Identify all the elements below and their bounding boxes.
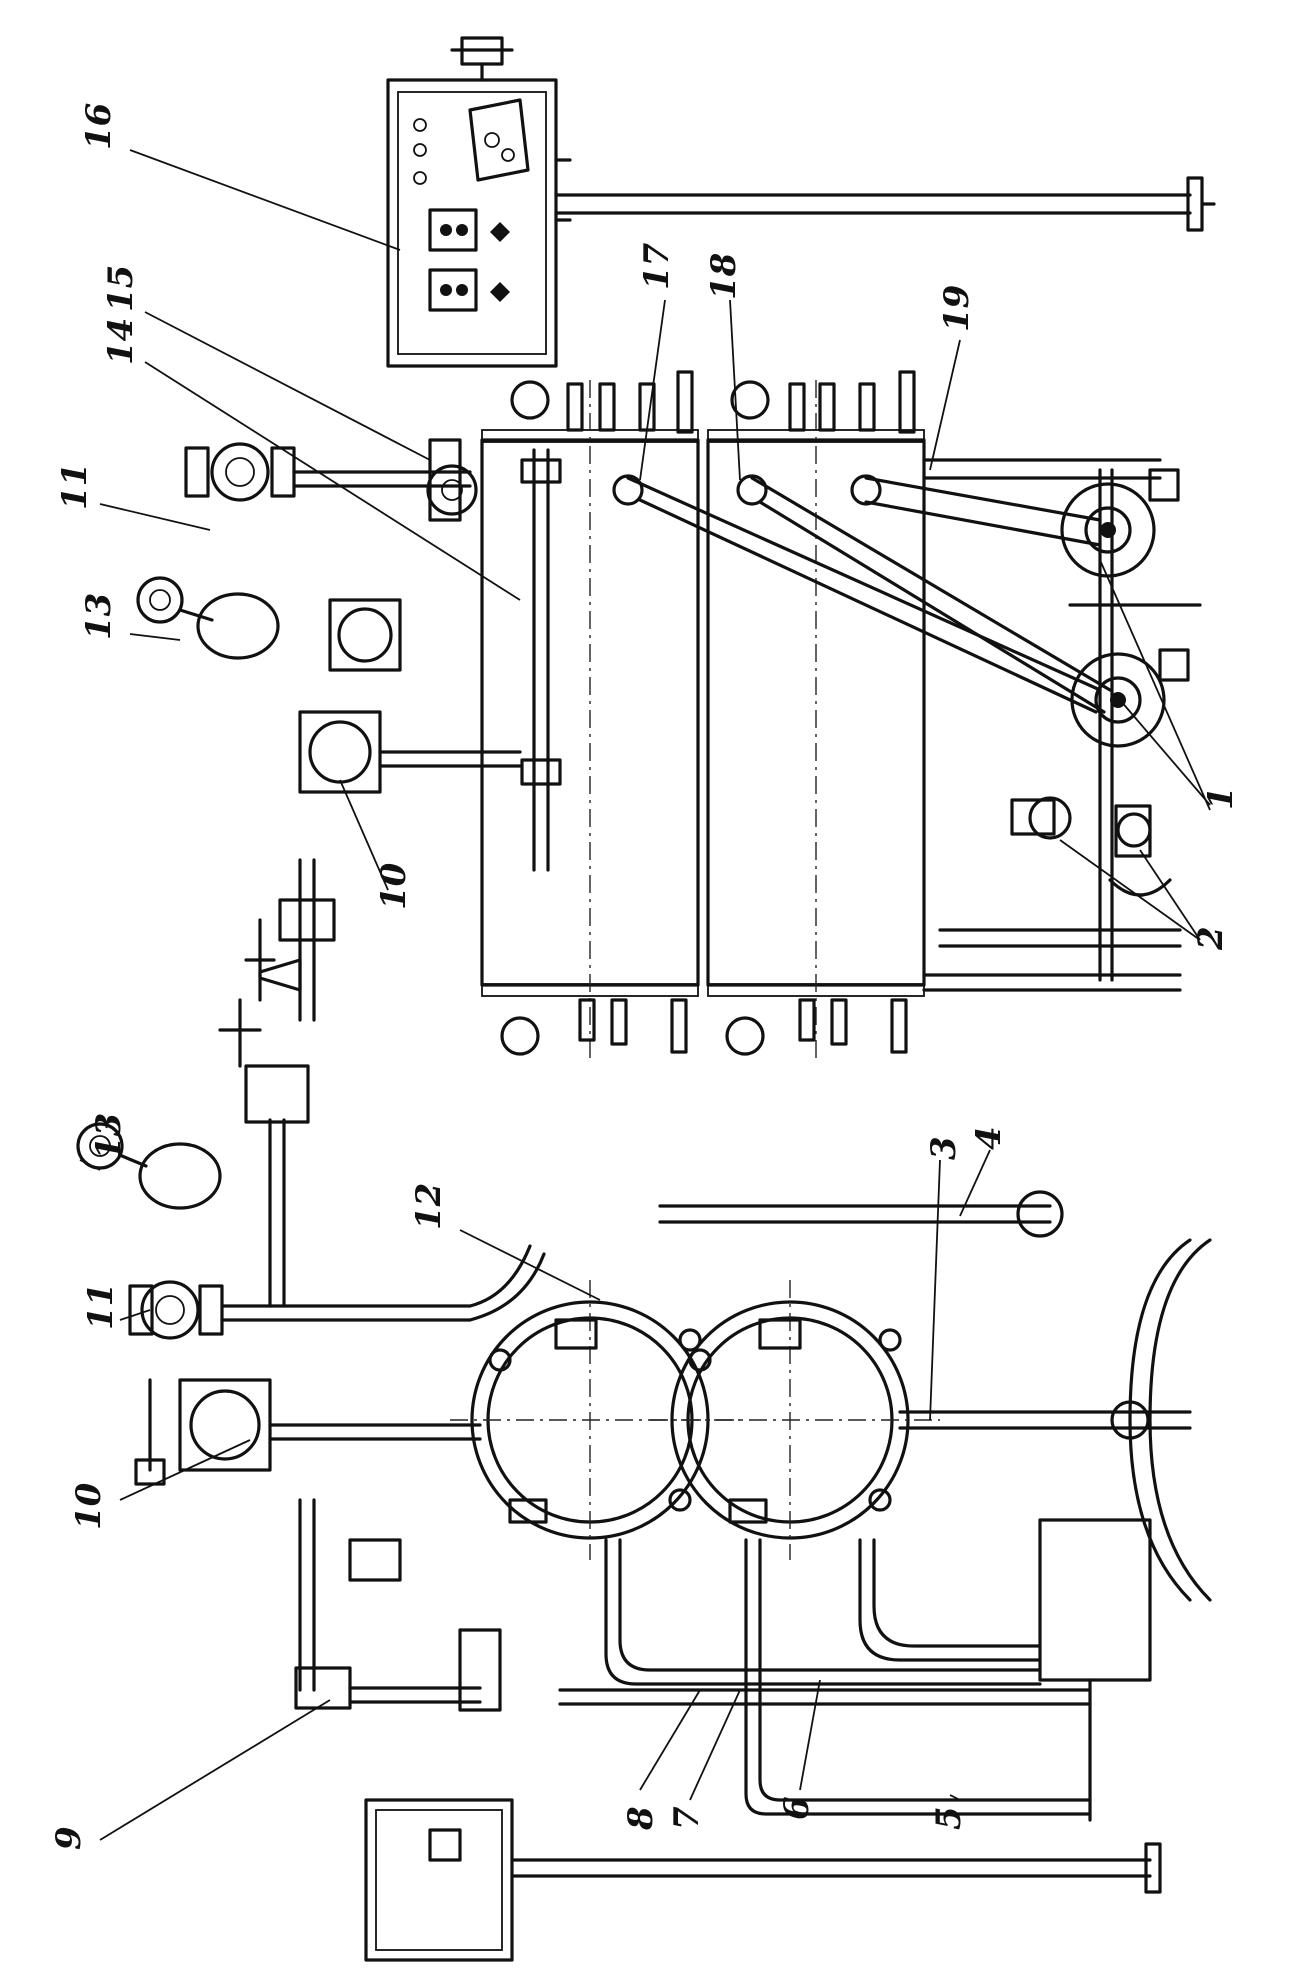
gauge-13-upper [136, 576, 280, 660]
drive-belts [626, 476, 1112, 714]
callout-8: 8 [621, 1806, 661, 1831]
cylinder-18 [706, 370, 926, 1060]
callout-7: 7 [667, 1806, 707, 1830]
callout-5: 5 [929, 1806, 969, 1830]
callout-14: 14 [101, 318, 141, 365]
callout-1: 1 [1201, 786, 1241, 810]
callout-3: 3 [924, 1136, 964, 1160]
pipes-5-8 [558, 1518, 1152, 1822]
gauge-13-lower [76, 1122, 222, 1210]
lower-stand [364, 1798, 1162, 1962]
callout-11-lower: 11 [81, 1283, 121, 1330]
valve-assembly-upper [184, 438, 522, 1022]
pipe-14 [520, 448, 562, 872]
callout-9: 9 [49, 1826, 89, 1850]
callout-17: 17 [637, 242, 677, 290]
callout-12: 12 [409, 1183, 449, 1230]
callout-6: 6 [777, 1796, 817, 1820]
callout-4: 4 [969, 1126, 1009, 1150]
pumps-1 [1060, 468, 1202, 748]
callout-11-upper: 11 [55, 463, 95, 510]
leader-lines [79, 149, 1211, 1841]
callout-15: 15 [101, 265, 141, 312]
callout-18: 18 [704, 253, 744, 300]
tank-lower [650, 1280, 940, 1560]
frame-19 [922, 458, 1182, 992]
gauge-15 [426, 464, 478, 516]
valves-2 [938, 796, 1182, 948]
pipes-3-4 [658, 1190, 1212, 1602]
cylinder-17 [480, 370, 700, 1060]
callout-10-lower: 10 [69, 1482, 109, 1530]
callout-13-lower: 13 [89, 1113, 129, 1160]
control-panel [386, 36, 572, 368]
panel-stand [554, 176, 1216, 232]
callout-10-upper: 10 [374, 862, 414, 910]
callout-2: 2 [1191, 926, 1231, 951]
callout-19: 19 [937, 285, 977, 332]
valve-assembly-lower [128, 998, 546, 1712]
callout-13-upper: 13 [79, 593, 119, 640]
callout-16: 16 [79, 103, 119, 150]
